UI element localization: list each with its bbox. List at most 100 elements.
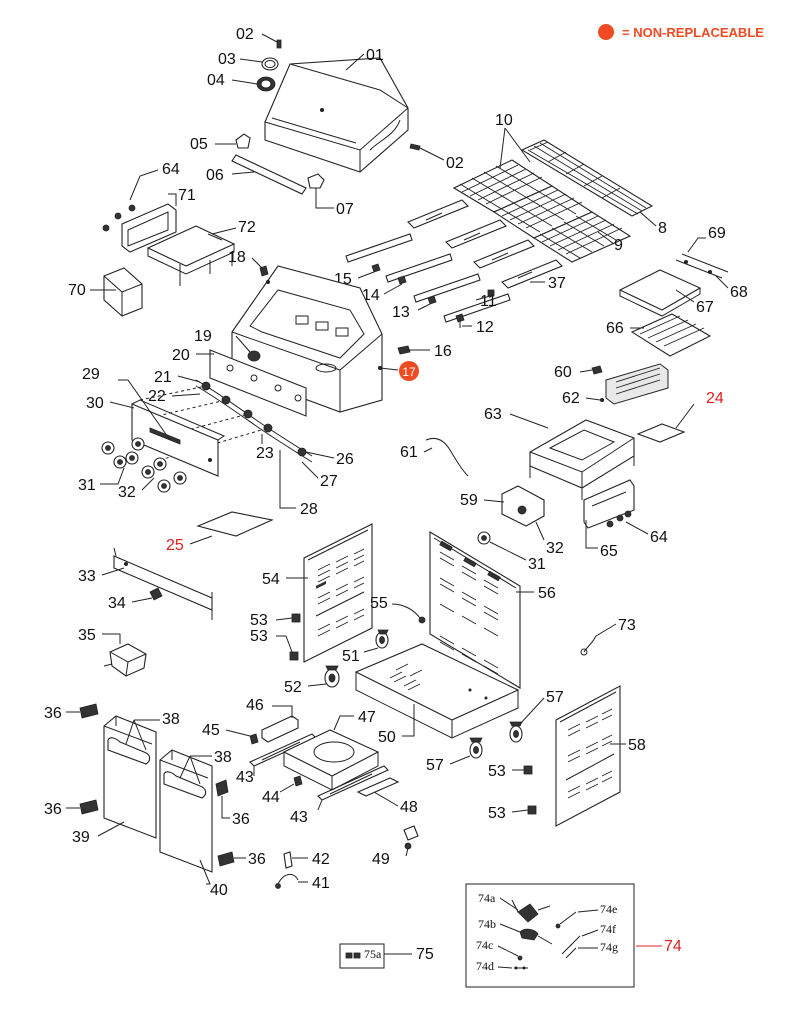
control-panel-bracket: [209, 349, 307, 417]
valve-manifold: [195, 379, 313, 463]
hinge-36c: [215, 779, 229, 797]
door-latch-part: [403, 825, 419, 850]
label-43b: 43: [290, 809, 308, 826]
label-02b: 02: [446, 155, 464, 172]
label-51: 51: [342, 648, 360, 665]
flame-tamer-4: [501, 259, 563, 289]
side-burner-housing: [529, 419, 635, 500]
label-74a: 74a: [478, 891, 496, 905]
label-54: 54: [262, 571, 280, 588]
flame-tamer-3: [473, 239, 535, 269]
label-57b: 57: [426, 757, 444, 774]
label-56: 56: [538, 585, 556, 602]
label-57a: 57: [546, 689, 564, 706]
label-64a: 64: [162, 161, 180, 178]
label-32b: 32: [546, 540, 564, 557]
label-36c: 36: [232, 811, 250, 828]
label-13: 13: [392, 304, 410, 321]
label-30: 30: [86, 395, 104, 412]
label-60: 60: [554, 364, 572, 381]
screw-right-part: [409, 143, 421, 151]
label-64b: 64: [650, 529, 668, 546]
label-75a: 75a: [364, 947, 382, 961]
wire-41: [277, 874, 299, 885]
label-19: 19: [194, 328, 212, 345]
label-36d: 36: [248, 851, 266, 868]
screw-part: [276, 39, 282, 49]
label-31b: 31: [528, 556, 546, 573]
door-bracket-46: [261, 715, 299, 743]
label-34: 34: [108, 595, 126, 612]
label-07: 07: [336, 201, 354, 218]
label-74c: 74c: [476, 938, 493, 952]
control-knobs: [101, 437, 187, 493]
screws-64-right: [606, 510, 632, 528]
label-47: 47: [358, 709, 376, 726]
label-17: 17: [402, 365, 416, 379]
label-35: 35: [78, 627, 96, 644]
label-24: 24: [706, 390, 724, 407]
label-31a: 31: [78, 477, 96, 494]
label-25: 25: [166, 537, 184, 554]
label-68: 68: [730, 284, 748, 301]
label-69: 69: [708, 225, 726, 242]
label-22: 22: [148, 388, 166, 405]
label-37: 37: [548, 275, 566, 292]
right-door-part: [159, 749, 213, 873]
label-52: 52: [284, 679, 302, 696]
hinge-36a: [79, 703, 99, 719]
label-16: 16: [434, 343, 452, 360]
label-9: 9: [614, 237, 623, 254]
grease-cup-part: [103, 643, 147, 677]
label-11: 11: [480, 293, 497, 310]
label-29: 29: [82, 366, 100, 383]
label-50: 50: [378, 729, 396, 746]
label-70: 70: [68, 282, 86, 299]
kit-74-box: [465, 883, 635, 988]
label-74g: 74g: [600, 940, 618, 954]
flame-tamer-1: [407, 199, 469, 229]
handle-bracket-part: [235, 133, 251, 149]
side-burner-lid-right: [618, 269, 702, 317]
label-45: 45: [202, 722, 220, 739]
drawer-bracket-48: [356, 777, 400, 797]
label-41: 41: [312, 875, 330, 892]
label-21: 21: [154, 369, 172, 386]
label-65: 65: [600, 543, 618, 560]
tank-hook-part: [583, 635, 597, 653]
label-63: 63: [484, 406, 502, 423]
caster-52: [324, 665, 340, 688]
label-18: 18: [228, 249, 246, 266]
label-33: 33: [78, 568, 96, 585]
label-73: 73: [618, 617, 636, 634]
label-58: 58: [628, 737, 646, 754]
label-36a: 36: [44, 705, 62, 722]
label-67: 67: [696, 299, 714, 316]
drawer-rail-lower: [317, 765, 389, 801]
label-04: 04: [207, 72, 225, 89]
label-62: 62: [562, 390, 580, 407]
legend-text: = NON-REPLACEABLE: [622, 25, 764, 40]
label-66: 66: [606, 320, 624, 337]
label-14: 14: [362, 287, 380, 304]
label-40: 40: [210, 882, 228, 899]
left-side-panel: [303, 523, 373, 663]
label-28: 28: [300, 501, 318, 518]
label-06: 06: [206, 167, 224, 184]
label-74e: 74e: [600, 902, 617, 916]
label-42: 42: [312, 851, 330, 868]
label-53a: 53: [250, 612, 268, 629]
control-panel-part: [131, 399, 226, 477]
label-20: 20: [172, 347, 190, 364]
screws-64-left: [102, 204, 136, 232]
label-8: 8: [658, 220, 667, 237]
side-burner-bracket: [583, 479, 635, 529]
label-36b: 36: [44, 801, 62, 818]
side-burner-grate: [630, 313, 712, 357]
burner-3: [413, 273, 481, 303]
back-panel: [429, 531, 521, 689]
crossbar-part: [113, 547, 213, 620]
label-26: 26: [336, 451, 354, 468]
bottom-tray-part: [354, 643, 520, 739]
